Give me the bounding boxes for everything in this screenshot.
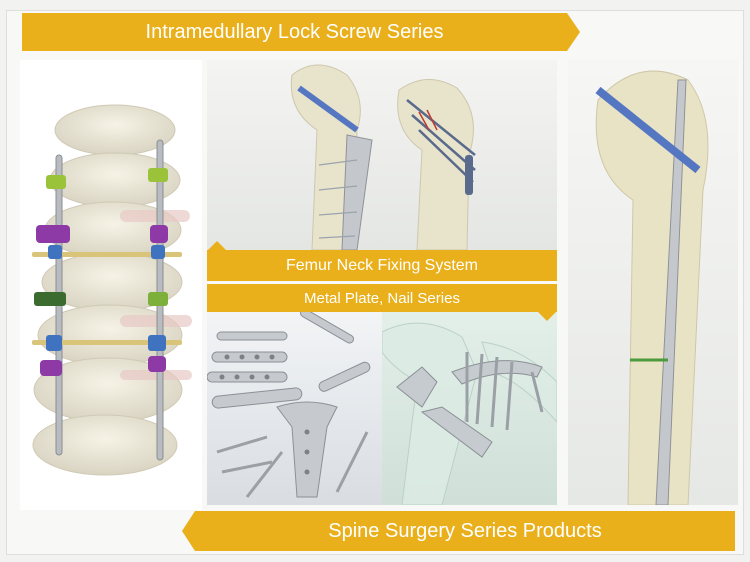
banner-intramedullary-label: Intramedullary Lock Screw Series (145, 20, 444, 43)
banner-femur-neck: Femur Neck Fixing System (207, 250, 557, 281)
banner-femur-tick (207, 241, 227, 251)
banner-spine-surgery-label: Spine Surgery Series Products (328, 519, 602, 542)
spine-implant-image (20, 60, 202, 510)
banner-femur-neck-label: Femur Neck Fixing System (285, 256, 479, 274)
femur-neck-fixation-image (207, 60, 557, 250)
banner-spine-arrow (182, 511, 195, 551)
banner-intramedullary-arrow (567, 13, 580, 51)
banner-plate-tick (538, 312, 556, 321)
intramedullary-nail-image (568, 60, 738, 505)
metal-plate-image (207, 312, 382, 505)
banner-intramedullary: Intramedullary Lock Screw Series (22, 13, 567, 51)
banner-metal-plate-label: Metal Plate, Nail Series (304, 289, 460, 307)
banner-metal-plate: Metal Plate, Nail Series (207, 284, 557, 312)
plate-on-bone-image (382, 312, 557, 505)
banner-spine-surgery: Spine Surgery Series Products (195, 511, 735, 551)
